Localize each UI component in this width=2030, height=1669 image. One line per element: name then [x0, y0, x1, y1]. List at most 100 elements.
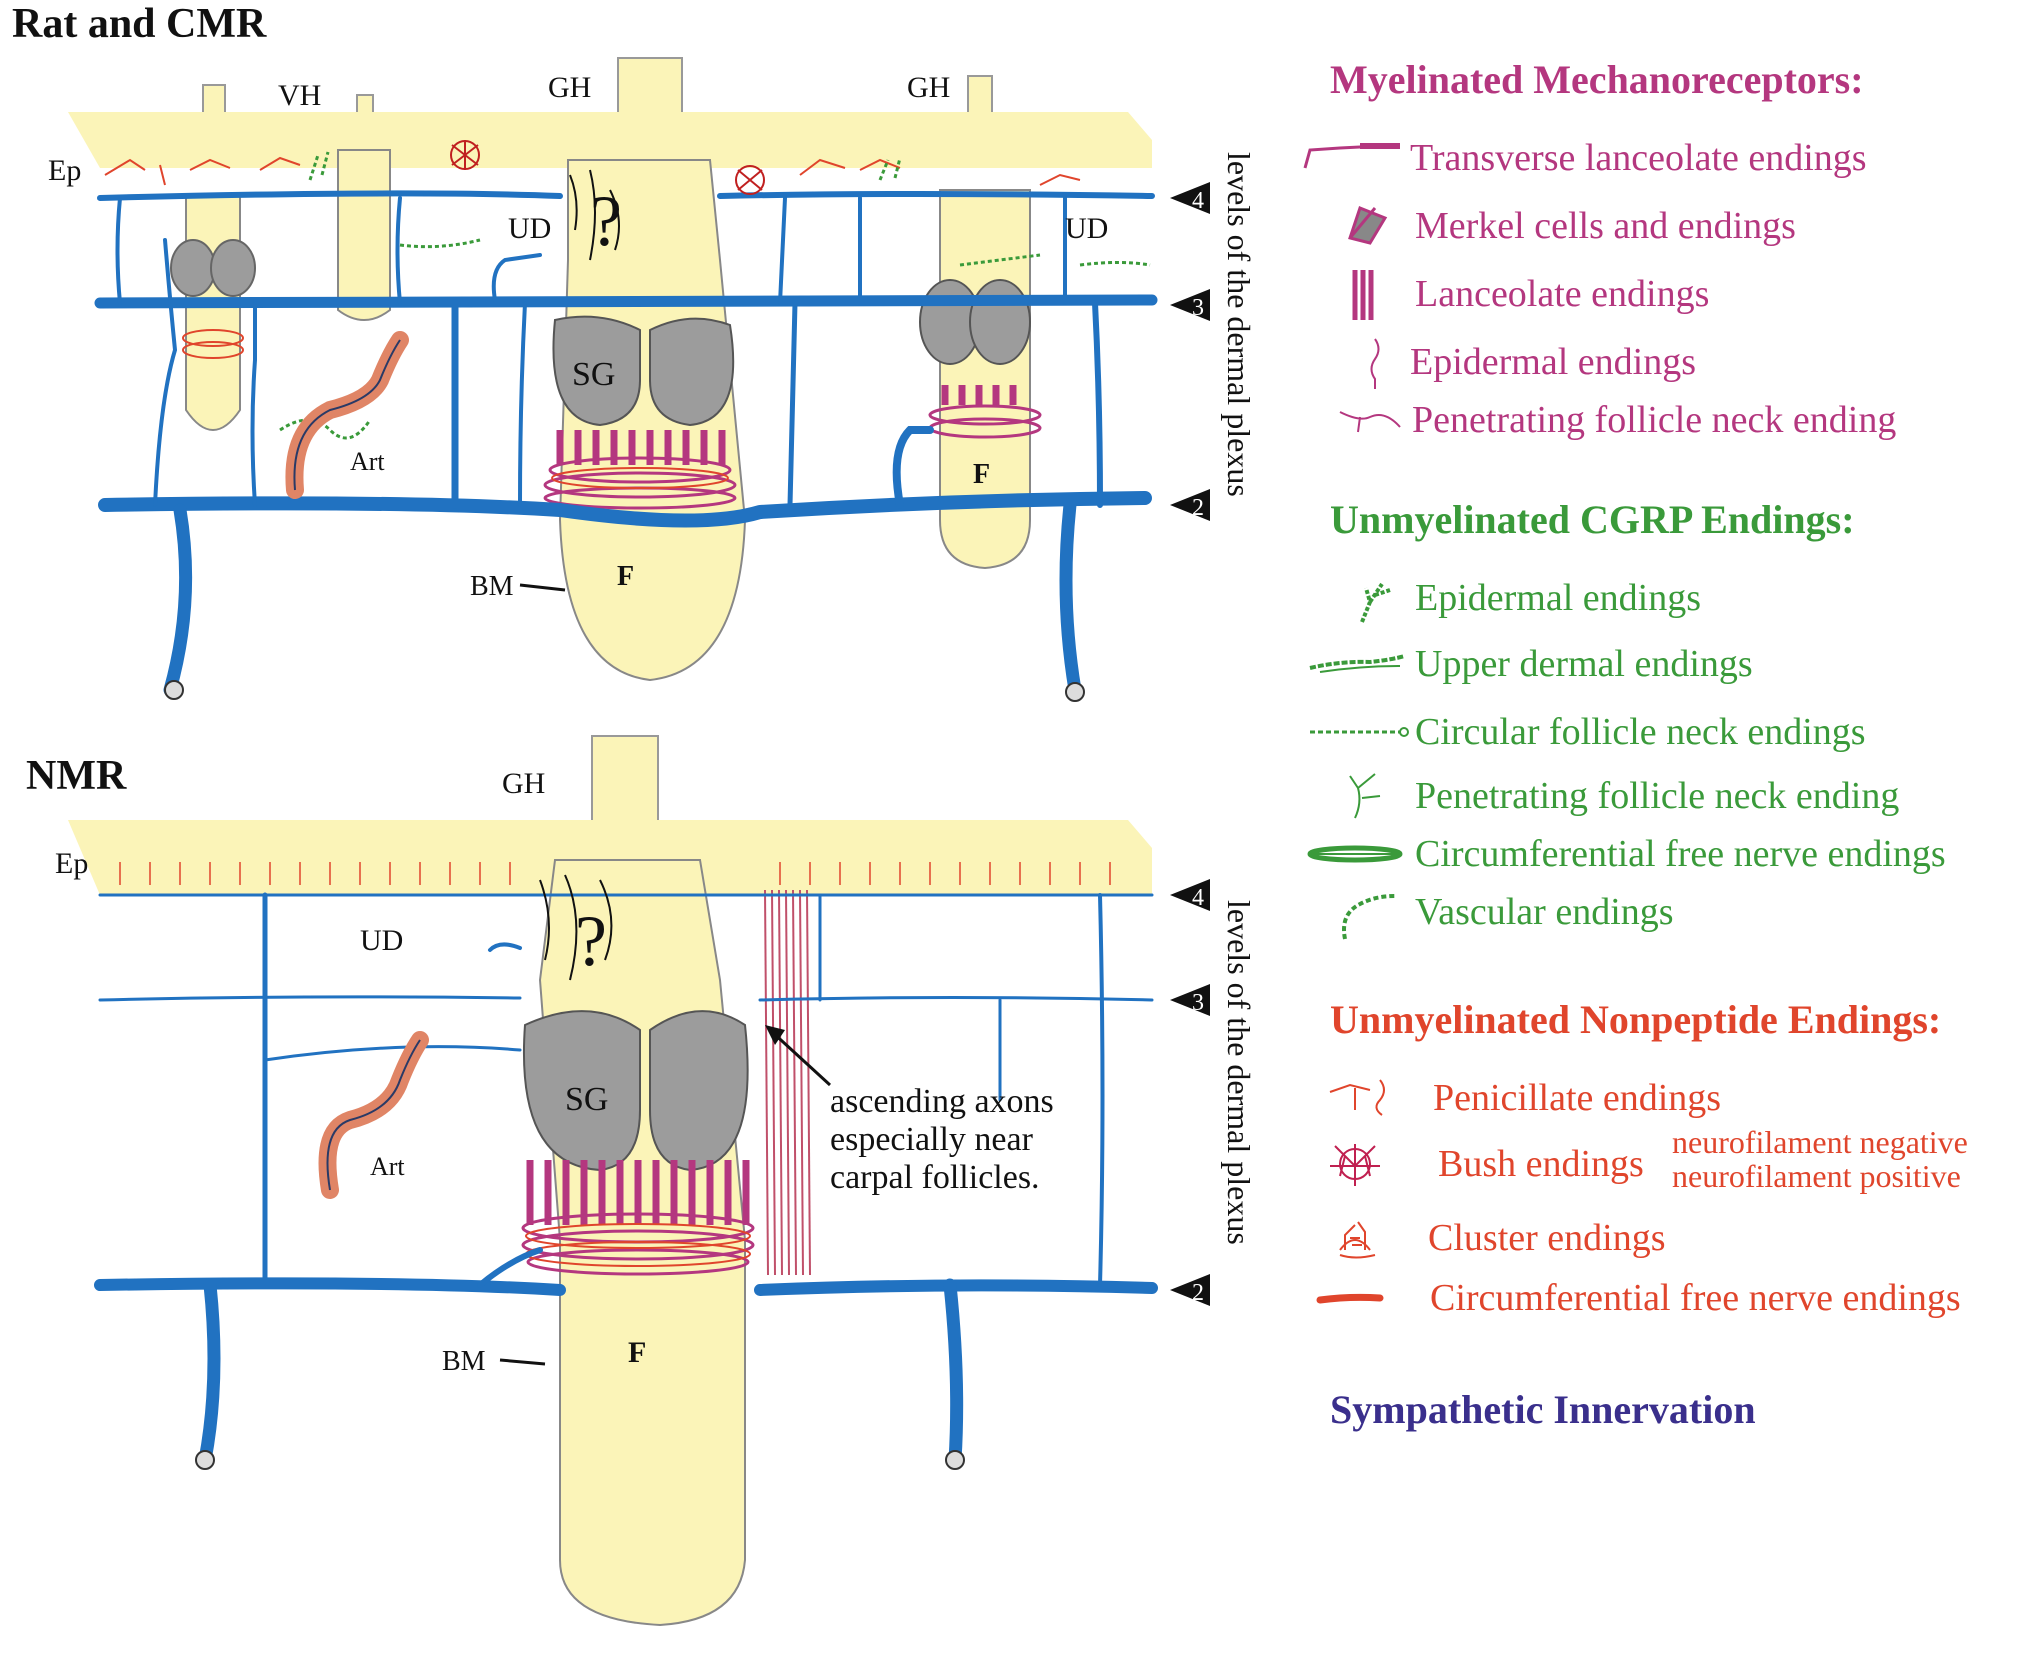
unknown-fibers: [569, 169, 620, 261]
bottom-level-markers: [1170, 879, 1210, 1306]
annotation-line: ascending axons: [830, 1083, 1054, 1120]
label-question: ?: [575, 901, 607, 981]
label-sg: SG: [572, 356, 615, 393]
cgrp-circular-icon: [1310, 727, 1409, 737]
legend-item: Circular follicle neck endings: [1300, 704, 2030, 760]
legend-item-label: Merkel cells and endings: [1415, 205, 1796, 247]
level-2-marker-icon: [1170, 489, 1210, 521]
label-art: Art: [350, 447, 385, 476]
label-bm: BM: [442, 1346, 486, 1377]
label-art: Art: [370, 1152, 405, 1181]
legend-item-label: Bush endings: [1438, 1143, 1644, 1185]
np-circumferential-icon: [1316, 1293, 1384, 1304]
legend-item-label: Penicillate endings: [1433, 1077, 1722, 1119]
nerve-bundle-icon: [945, 1450, 965, 1470]
label-f: F: [973, 459, 990, 490]
bush-ending-note: neurofilament negative: [1672, 1124, 1968, 1160]
legend-item: Merkel cells and endings: [1300, 198, 2030, 254]
guard-follicle-2: [939, 189, 1031, 570]
legend-item-label: Penetrating follicle neck ending: [1412, 399, 1897, 441]
label-sg: SG: [565, 1081, 608, 1118]
top-level-markers: [1170, 182, 1210, 521]
legend-item: Circumferential free nerve endings: [1300, 826, 2030, 882]
plexus-axis-label: levels of the dermal plexus: [1221, 152, 1257, 497]
label-gh: GH: [548, 71, 591, 104]
bottom-panel: [68, 735, 1210, 1627]
nerve-bundle-icon: [1065, 682, 1085, 702]
legend-item: Bush endings: [1300, 1136, 2030, 1192]
label-f: F: [617, 561, 634, 592]
top-dermal-plexus: [94, 190, 1158, 697]
level-number: 2: [1192, 495, 1204, 521]
legend-item-label: Lanceolate endings: [1415, 273, 1710, 315]
bottom-epidermis: [68, 820, 1152, 895]
sympathetic-fiber: [326, 1039, 421, 1191]
top-panel: [68, 57, 1210, 702]
legend-heading-sympathetic: Sympathetic Innervation: [1330, 1387, 1756, 1432]
sebaceous-gland-icon: [649, 1010, 749, 1172]
legend: Myelinated Mechanoreceptors:Transverse l…: [1300, 0, 2030, 1669]
label-bm: BM: [470, 571, 514, 602]
label-ud: UD: [508, 212, 551, 245]
label-gh: GH: [907, 71, 950, 104]
merkel-cell-icon: [1348, 206, 1388, 245]
cgrp-vascular-icon: [1342, 894, 1396, 940]
cgrp-upper-dermal-icon: [1309, 654, 1406, 673]
cgrp-endings: [279, 151, 1151, 440]
legend-item-label: Penetrating follicle neck ending: [1415, 775, 1900, 817]
legend-item: Penetrating follicle neck ending: [1300, 392, 2030, 448]
legend-item: Upper dermal endings: [1300, 636, 2030, 692]
annotation-line: carpal follicles.: [830, 1159, 1040, 1196]
annotation-line: especially near: [830, 1121, 1034, 1158]
annotation-arrowhead-icon: [765, 1025, 785, 1045]
sebaceous-gland-icon: [210, 239, 256, 297]
level-number: 3: [1192, 295, 1204, 321]
bottom-dermal-plexus: [94, 892, 1158, 1467]
bm-arrow: [499, 1358, 546, 1366]
annotation-arrow: [768, 1028, 832, 1087]
legend-item-label: Circumferential free nerve endings: [1430, 1277, 1961, 1319]
legend-item: Cluster endings: [1300, 1210, 2030, 1266]
bm-arrow: [519, 583, 566, 592]
nmr-unknown-fibers: [539, 874, 613, 981]
legend-item: Vascular endings: [1300, 884, 2030, 940]
label-gh: GH: [502, 767, 545, 800]
epidermal-ending-icon: [1370, 338, 1380, 389]
sebaceous-gland-icon: [170, 239, 216, 297]
legend-item-label: Circular follicle neck endings: [1415, 711, 1866, 753]
legend-heading-cgrp: Unmyelinated CGRP Endings:: [1330, 497, 1855, 542]
level-4-marker-icon: [1170, 182, 1210, 214]
legend-heading-nonpeptide: Unmyelinated Nonpeptide Endings:: [1330, 997, 1942, 1042]
level-3-marker-icon: [1170, 289, 1210, 321]
legend-item: Penicillate endings: [1300, 1070, 2030, 1126]
legend-item-label: Cluster endings: [1428, 1217, 1666, 1259]
level-3-marker-icon: [1170, 984, 1210, 1016]
level-number: 4: [1192, 188, 1204, 214]
legend-item-label: Circumferential free nerve endings: [1415, 833, 1946, 875]
sebaceous-gland-icon: [552, 315, 641, 427]
legend-item: Lanceolate endings: [1300, 266, 2030, 322]
level-number: 4: [1192, 885, 1204, 911]
nerve-bundle-icon: [195, 1450, 215, 1470]
legend-item-label: Epidermal endings: [1415, 577, 1701, 619]
penetrating-ending-icon: [1339, 411, 1401, 433]
bush-ending-note: neurofilament positive: [1672, 1158, 1961, 1194]
bottom-panel-title: NMR: [26, 753, 127, 799]
legend-item-label: Epidermal endings: [1410, 341, 1696, 383]
legend-item: Penetrating follicle neck ending: [1300, 768, 2030, 824]
bush-ending-icon: [1330, 1144, 1380, 1186]
plexus-axis-label: levels of the dermal plexus: [1221, 900, 1257, 1245]
top-panel-title: Rat and CMR: [12, 1, 267, 47]
ascending-axons: [764, 889, 811, 1276]
cgrp-penetrating-icon: [1349, 773, 1381, 819]
nmr-epidermal-endings: [119, 862, 1111, 885]
cluster-ending-icon: [1339, 1221, 1376, 1259]
label-f: F: [628, 1336, 646, 1369]
guard-follicle: [558, 159, 747, 682]
sebaceous-gland-icon: [969, 279, 1031, 365]
sympathetic-fiber: [293, 339, 401, 491]
legend-item-label: Transverse lanceolate endings: [1410, 137, 1867, 179]
level-2-marker-icon: [1170, 1274, 1210, 1306]
